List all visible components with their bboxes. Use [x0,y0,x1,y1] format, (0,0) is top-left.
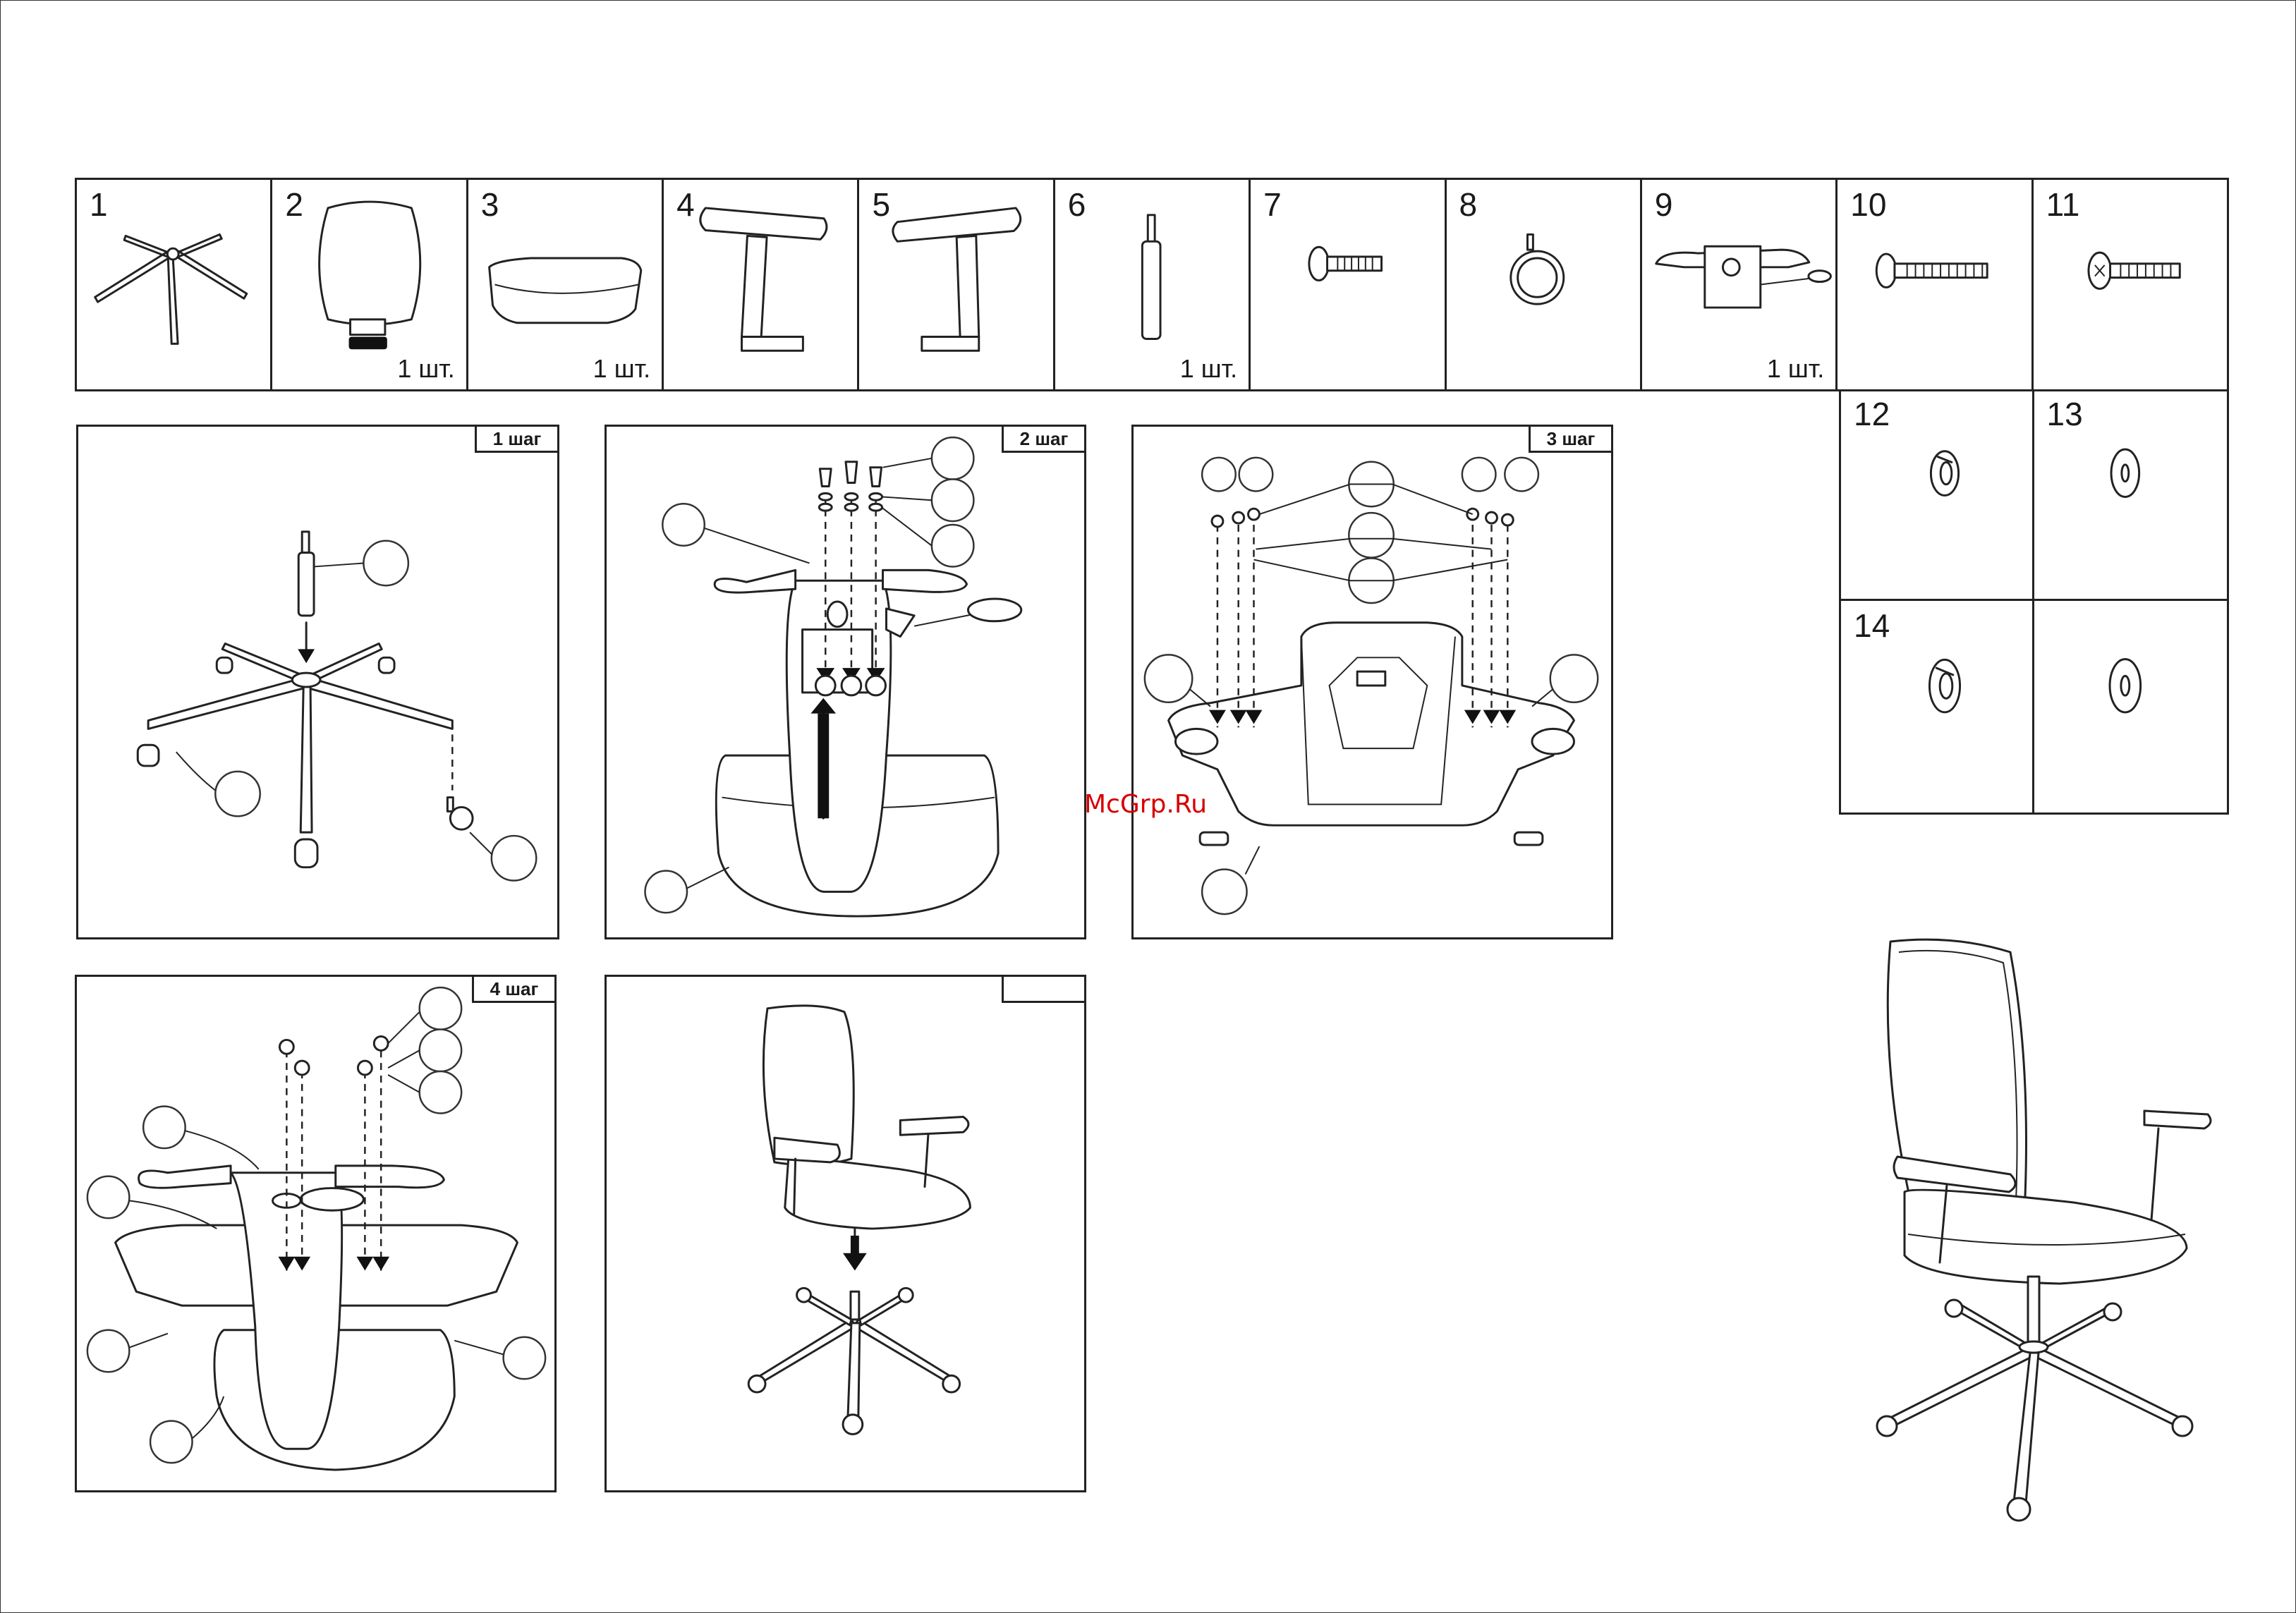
part-cell-15 [2034,601,2228,812]
part-cell-3: 3 1 шт. [468,180,664,389]
part-cell-13: 13 [2034,389,2228,601]
spring-washer-icon [1841,601,2032,812]
part-cell-1: 1 [77,180,272,389]
step-3-panel: 3 шаг [1131,425,1613,939]
part-quantity: 1 шт. [397,354,454,384]
part-cell-14: 14 [1841,601,2034,812]
assembled-chair [1848,924,2243,1601]
part-quantity: 1 шт. [1767,354,1824,384]
step-2-diagram [607,427,1084,937]
part-cell-11: 11 [2034,180,2227,389]
step-4-diagram [77,977,554,1490]
part-cell-5: 5 [859,180,1055,389]
spring-washer-icon [1841,389,2032,599]
armrest-left-icon [664,180,857,389]
step-2-panel: 2 шаг [605,425,1086,939]
part-cell-9: 9 1 шт. [1642,180,1838,389]
step-3-diagram [1134,427,1611,937]
step-1-diagram [78,427,557,937]
armrest-right-icon [859,180,1052,389]
part-cell-10: 10 [1838,180,2033,389]
part-cell-6: 6 1 шт. [1055,180,1251,389]
long-screw-icon [1838,180,2031,389]
part-quantity: 1 шт. [593,354,650,384]
part-cell-8: 8 [1447,180,1642,389]
caster-icon [1447,180,1640,389]
step-5-diagram [607,977,1084,1490]
part-cell-4: 4 [664,180,859,389]
screw-icon [2034,180,2227,389]
flat-washer-icon [2034,389,2228,599]
step-1-panel: 1 шаг [76,425,559,939]
watermark: McGrp.Ru [1084,790,1207,819]
step-4-panel: 4 шаг [75,975,557,1492]
part-quantity: 1 шт. [1180,354,1237,384]
part-cell-7: 7 [1251,180,1446,389]
small-parts-table: 12 13 14 [1839,389,2229,815]
parts-table: 1 2 1 шт. 3 1 шт. 4 [75,178,2229,391]
step-5-panel [605,975,1086,1492]
part-cell-2: 2 1 шт. [272,180,468,389]
part-cell-12: 12 [1841,389,2034,601]
flat-washer-icon [2034,601,2228,812]
screw-icon [1251,180,1444,389]
base-star-icon [77,180,270,389]
assembled-chair-diagram [1848,924,2243,1601]
